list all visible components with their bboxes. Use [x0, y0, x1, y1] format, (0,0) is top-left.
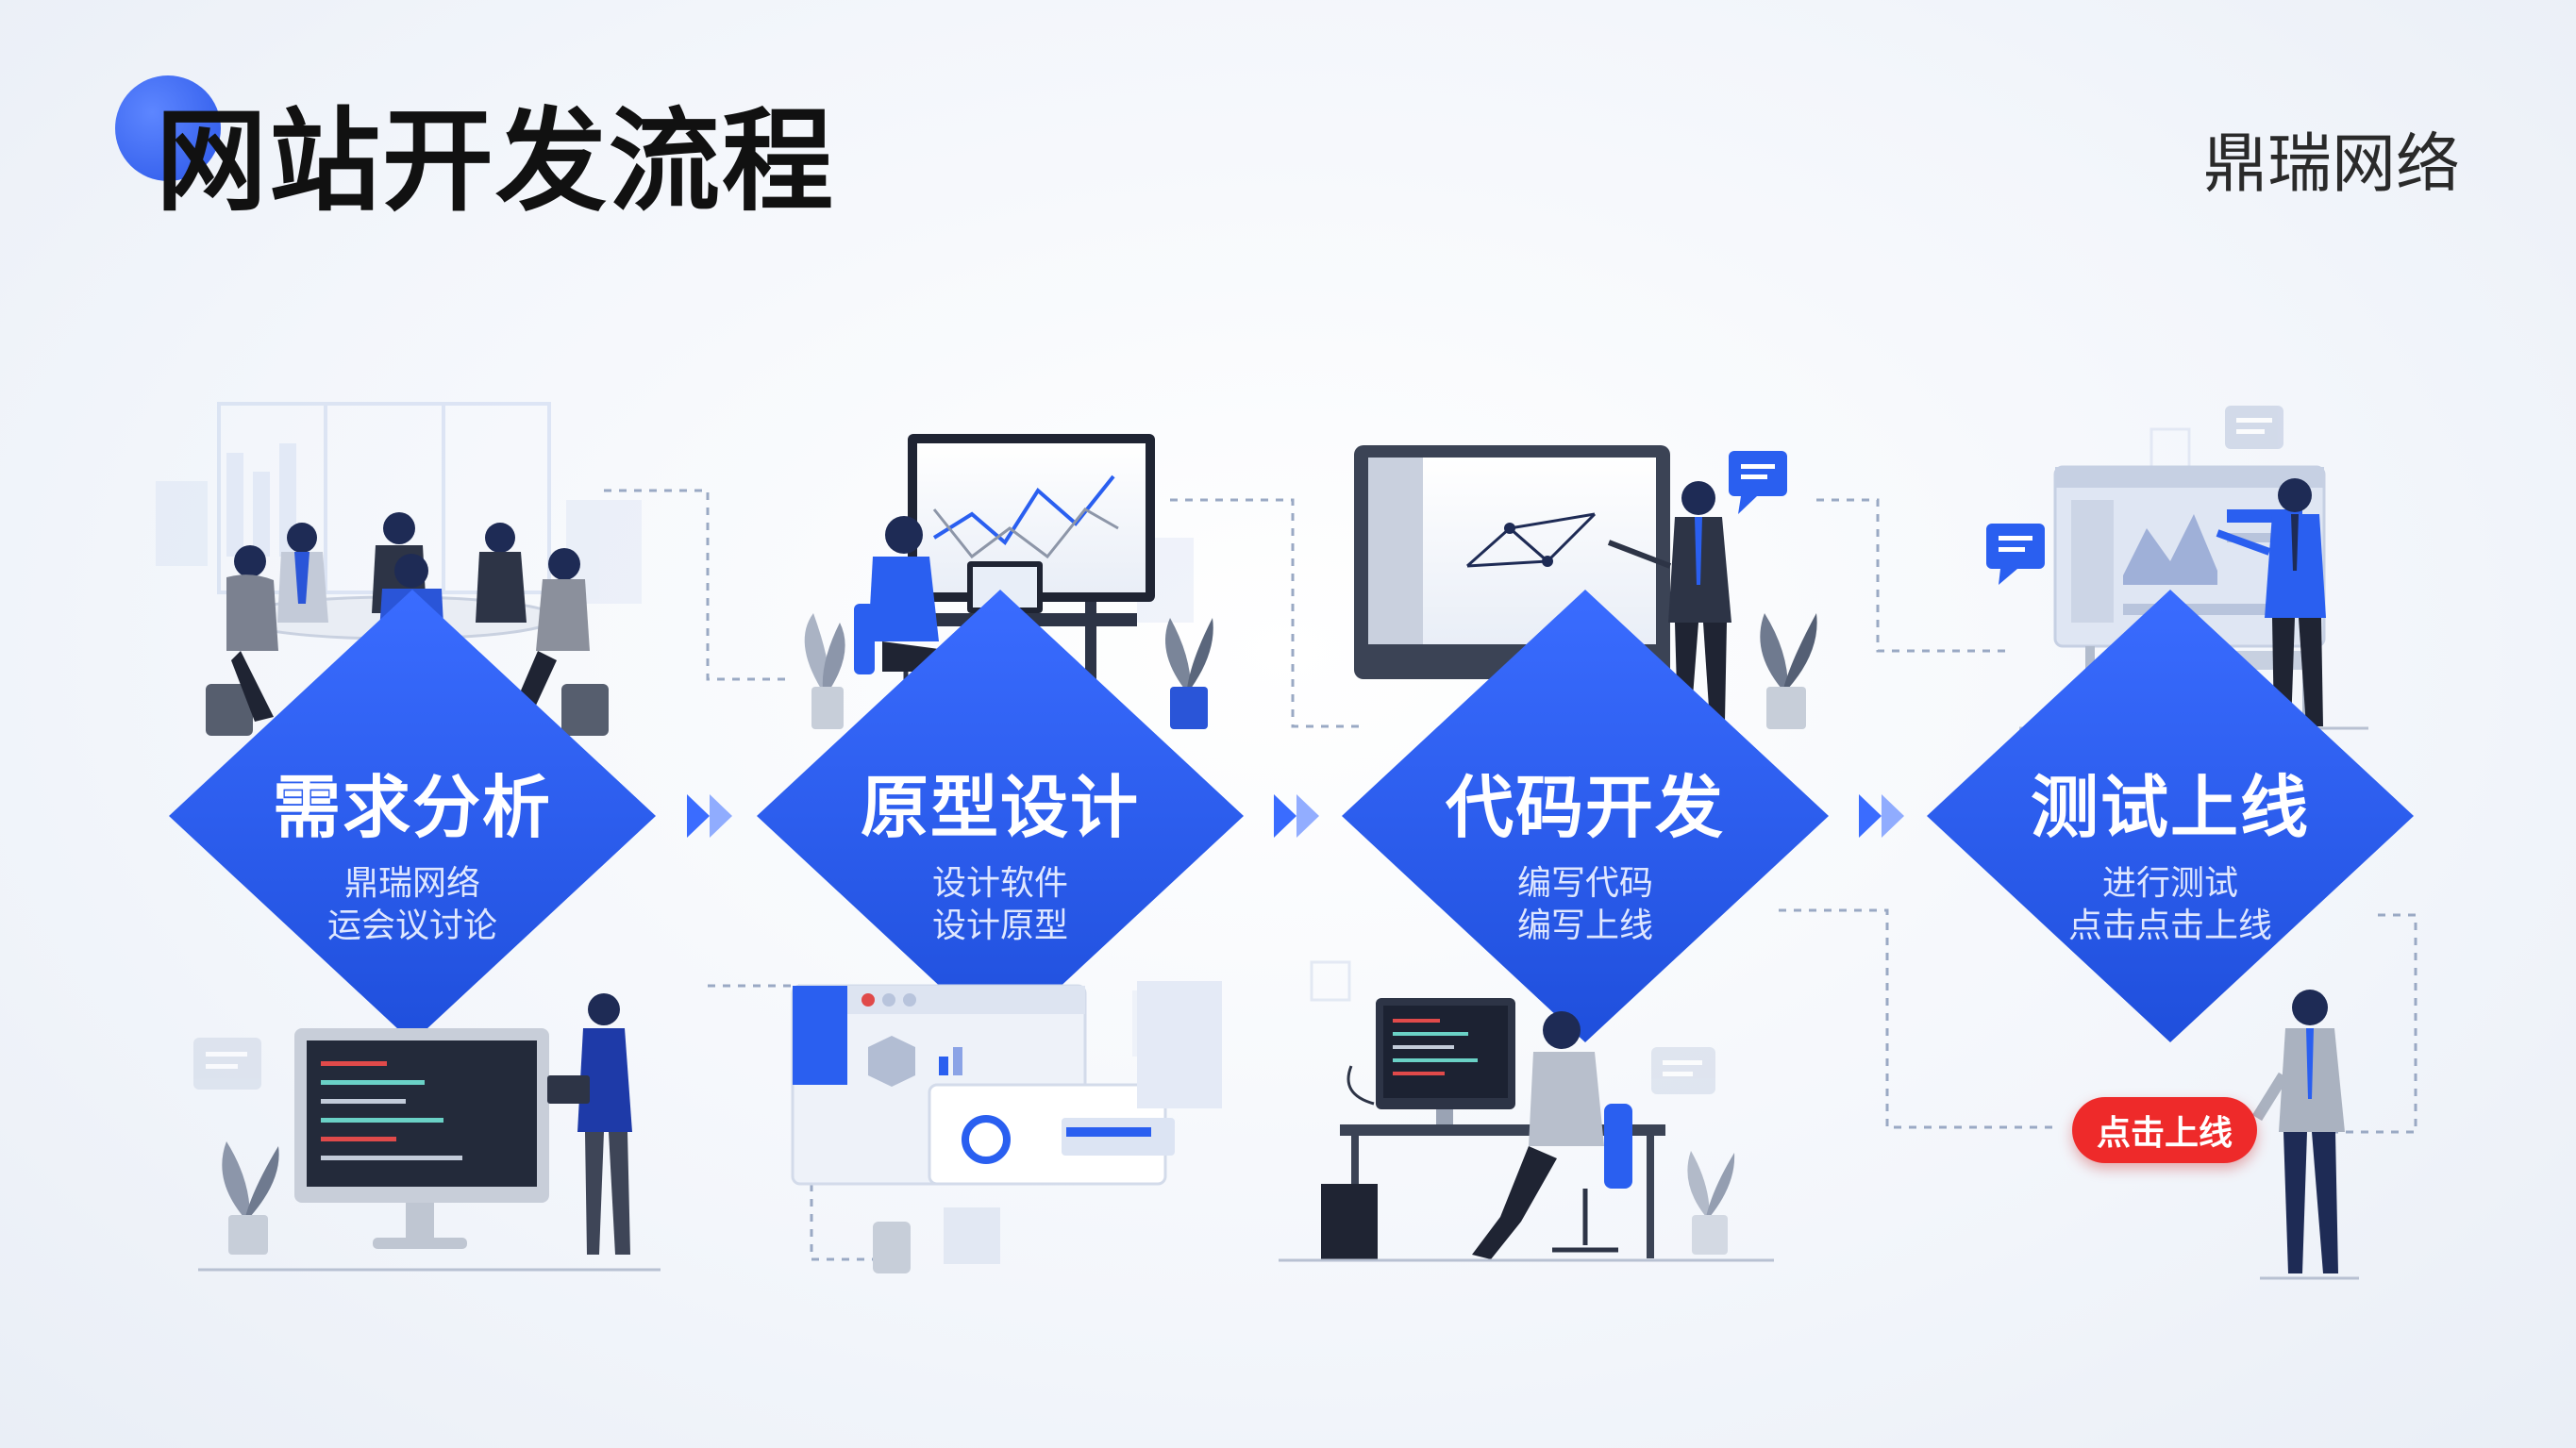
dashed-connectors	[604, 489, 2417, 1261]
step-subtitle: 设计软件	[931, 864, 1068, 903]
step-subtitle: 编写上线	[1516, 907, 1653, 945]
chevron-right-icon	[1859, 794, 1904, 838]
step-title: 代码开发	[1445, 768, 1725, 847]
meeting-person	[277, 523, 328, 623]
diamond-step-2	[757, 590, 1244, 1042]
step-subtitle: 进行测试	[2101, 864, 2238, 903]
chevron-right-icon	[687, 794, 732, 838]
step-diamonds	[169, 590, 2414, 1042]
code-review-illustration	[193, 993, 661, 1272]
step-2-text: 原型设计 设计软件 设计原型	[755, 774, 1246, 947]
launch-button[interactable]: 点击上线	[2072, 1097, 2257, 1163]
step-subtitle: 点击点击上线	[2067, 907, 2272, 945]
step-subtitle: 运会议讨论	[326, 907, 497, 945]
plant-icon	[1687, 1151, 1735, 1255]
plant-icon	[804, 613, 845, 729]
page-title: 网站开发流程	[156, 96, 836, 226]
step-subtitle: 设计原型	[931, 907, 1068, 945]
step-subtitle: 鼎瑞网络	[343, 864, 480, 903]
step-title: 需求分析	[272, 768, 552, 847]
step-subtitle: 编写代码	[1516, 864, 1653, 903]
wireframe-illustration	[791, 981, 1222, 1273]
diamond-step-4	[1927, 590, 2414, 1042]
step-4-text: 测试上线 进行测试 点击点击上线	[1925, 774, 2416, 947]
step-title: 测试上线	[2030, 768, 2310, 847]
chat-bubble-icon	[1729, 451, 1787, 514]
chat-bubble-icon	[193, 1038, 261, 1090]
brand-name: 鼎瑞网络	[2203, 127, 2461, 202]
step-3-text: 代码开发 编写代码 编写上线	[1340, 774, 1831, 947]
step-1-text: 需求分析 鼎瑞网络 运会议讨论	[167, 774, 658, 947]
chat-bubble-icon	[1986, 524, 2045, 585]
developer-illustration	[1279, 998, 1774, 1262]
plant-icon	[1760, 613, 1817, 729]
diamond-step-3	[1342, 590, 1829, 1042]
plant-icon	[1165, 618, 1213, 729]
chat-bubble-icon	[2225, 406, 2283, 449]
step-title: 原型设计	[860, 768, 1140, 847]
meeting-person	[476, 523, 527, 623]
diamond-step-1	[169, 590, 656, 1042]
meeting-person	[226, 545, 278, 722]
launch-illustration	[2251, 990, 2359, 1280]
title-accent-dot	[115, 75, 221, 181]
chevron-right-icon	[1274, 794, 1319, 838]
chat-bubble-icon	[1651, 1047, 1715, 1094]
plant-icon	[222, 1141, 279, 1255]
